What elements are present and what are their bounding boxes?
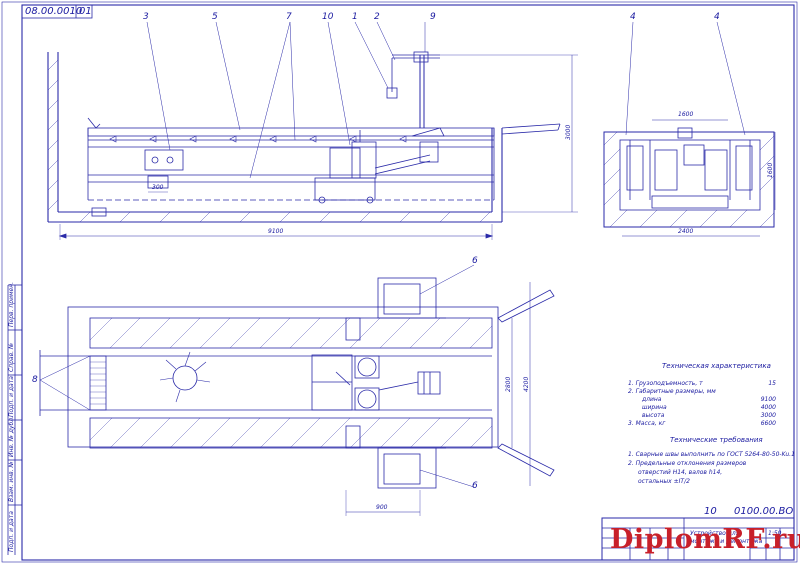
callout-2: 2 xyxy=(374,12,380,22)
title-scale: 1:50 xyxy=(768,530,782,537)
margin-stamp: Справ. № xyxy=(8,342,15,372)
title-sheet-no: 10 xyxy=(704,506,717,517)
dim-small: 300 xyxy=(152,184,164,191)
watermark-logo[interactable]: DiplomRF.ru xyxy=(610,524,800,555)
dim-section-top: 1600 xyxy=(678,111,694,118)
spec-row: 3. Масса, кг 6600 xyxy=(628,421,776,429)
callout-9: 9 xyxy=(430,12,436,22)
spec-label: 1. Грузоподъемность, т xyxy=(628,380,703,387)
callout-4-right: 4 xyxy=(714,12,720,22)
sheet-number: 01 xyxy=(79,6,92,17)
dim-length: 9100 xyxy=(268,228,284,235)
requirement-line: остальных ±IT/2 xyxy=(638,478,690,485)
specs-table: 1. Грузоподъемность, т 15 2. Габаритные р… xyxy=(628,381,776,429)
callout-10: 10 xyxy=(322,12,334,22)
spec-label: ширина xyxy=(642,404,667,411)
margin-stamp: Инв. № дубл. xyxy=(8,415,15,457)
dim-height: 3000 xyxy=(565,124,572,140)
dim-plan-inner: 2800 xyxy=(505,376,512,392)
title-doc-code: 0100.00.ВО xyxy=(734,506,794,517)
callout-7: 7 xyxy=(286,12,292,22)
spec-label: высота xyxy=(642,412,665,419)
spec-row: ширина 4000 xyxy=(628,405,776,413)
spec-value: 15 xyxy=(768,380,776,387)
specs-title: Техническая характеристика xyxy=(662,362,771,370)
dim-plan-bottom: 900 xyxy=(376,504,388,511)
spec-value: 3000 xyxy=(760,412,776,419)
callout-4-left: 4 xyxy=(630,12,636,22)
margin-stamp: Взам. инв. № xyxy=(8,461,15,502)
spec-label: длина xyxy=(642,396,662,403)
callout-5: 5 xyxy=(212,12,218,22)
callout-3: 3 xyxy=(143,12,149,22)
requirement-line: 1. Сварные швы выполнить по ГОСТ 5264-80… xyxy=(628,451,795,458)
callout-6-bottom: 6 xyxy=(472,481,478,491)
spec-label: 3. Масса, кг xyxy=(628,420,666,427)
margin-stamp: Перв. примен. xyxy=(8,281,15,327)
spec-row: высота 3000 xyxy=(628,413,776,421)
title-name-1: Устройство для xyxy=(690,530,740,537)
spec-value: 4000 xyxy=(760,404,776,411)
requirements-title: Технические требования xyxy=(670,436,763,444)
spec-row: 1. Грузоподъемность, т 15 xyxy=(628,381,776,389)
requirement-line: отверстий H14, валов h14, xyxy=(638,469,723,476)
spec-row: длина 9100 xyxy=(628,397,776,405)
callout-8: 8 xyxy=(32,375,38,385)
spec-value: 6600 xyxy=(760,420,776,427)
margin-stamp: Подп. и дата xyxy=(8,376,15,417)
spec-row: 2. Габаритные размеры, мм xyxy=(628,389,776,397)
dim-plan-outer: 4200 xyxy=(523,376,530,392)
spec-value: 9100 xyxy=(760,396,776,403)
callout-1: 1 xyxy=(352,12,358,22)
margin-stamp: Подп. и дата xyxy=(8,511,15,552)
callout-6-top: 6 xyxy=(472,256,478,266)
requirement-line: 2. Предельные отклонения размеров xyxy=(628,460,747,467)
drawing-code: 08.00.0010 xyxy=(25,6,83,17)
spec-label: 2. Габаритные размеры, мм xyxy=(628,388,716,395)
dim-section-width: 2400 xyxy=(678,228,694,235)
dim-section-height: 1600 xyxy=(767,162,774,178)
title-name-2: монтажа и демонтажа xyxy=(690,538,763,545)
